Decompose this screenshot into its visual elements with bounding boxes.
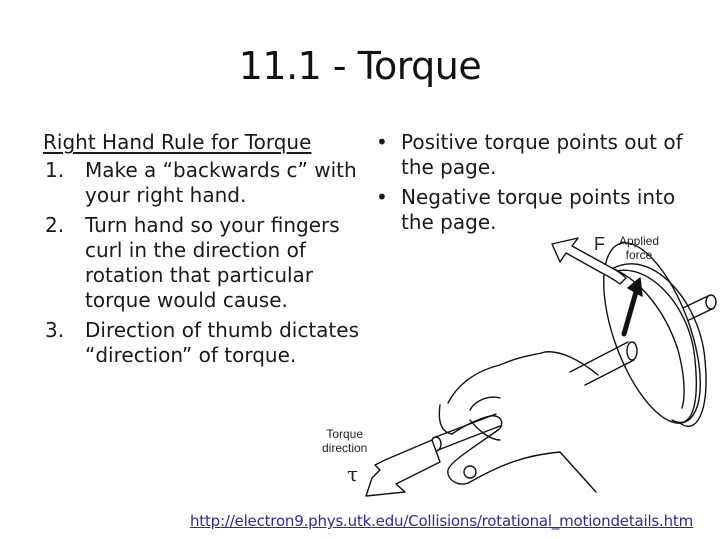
force-arrow-icon (551, 237, 685, 409)
step-text: Make a “backwards c” with your right han… (85, 158, 357, 207)
bullet-item: • Negative torque points into the page. (372, 185, 712, 235)
steps-list: 1. Make a “backwards c” with your right … (43, 158, 363, 368)
slide-title: 11.1 - Torque (238, 44, 482, 88)
step-item: 2. Turn hand so your fingers curl in the… (43, 213, 363, 313)
applied-force-label-line1: Applied (619, 234, 660, 248)
section-heading: Right Hand Rule for Torque (43, 130, 312, 154)
hand-illustration (438, 351, 599, 493)
step-item: 3. Direction of thumb dictates “directio… (43, 318, 363, 368)
bullet-text: Positive torque points out of the page. (401, 130, 683, 179)
torque-direction-label-line1: Torque (326, 427, 364, 441)
tau-symbol: τ (347, 462, 359, 486)
right-hand-torque-diagram (365, 237, 717, 497)
torque-sign-notes: • Positive torque points out of the page… (372, 130, 712, 240)
applied-force-label: Applied force (619, 234, 659, 262)
torque-direction-label: Torque direction (322, 427, 367, 455)
bullet-text: Negative torque points into the page. (401, 185, 676, 234)
torque-direction-label-line2: direction (322, 441, 368, 455)
bullet-icon: • (376, 130, 388, 154)
bullet-icon: • (376, 185, 388, 209)
right-hand-rule-section: Right Hand Rule for Torque 1. Make a “ba… (43, 130, 363, 373)
applied-force-label-line2: force (625, 248, 653, 262)
step-item: 1. Make a “backwards c” with your right … (43, 158, 363, 208)
torque-arrow-icon (365, 413, 501, 497)
step-text: Direction of thumb dictates “direction” … (85, 318, 359, 367)
step-number: 3. (45, 318, 65, 342)
bullet-list: • Positive torque points out of the page… (372, 130, 712, 235)
step-number: 2. (45, 213, 65, 237)
source-link[interactable]: http://electron9.phys.utk.edu/Collisions… (190, 512, 694, 530)
force-symbol: F (594, 234, 605, 254)
step-number: 1. (45, 158, 65, 182)
bullet-item: • Positive torque points out of the page… (372, 130, 712, 180)
step-text: Turn hand so your fingers curl in the di… (85, 213, 340, 312)
